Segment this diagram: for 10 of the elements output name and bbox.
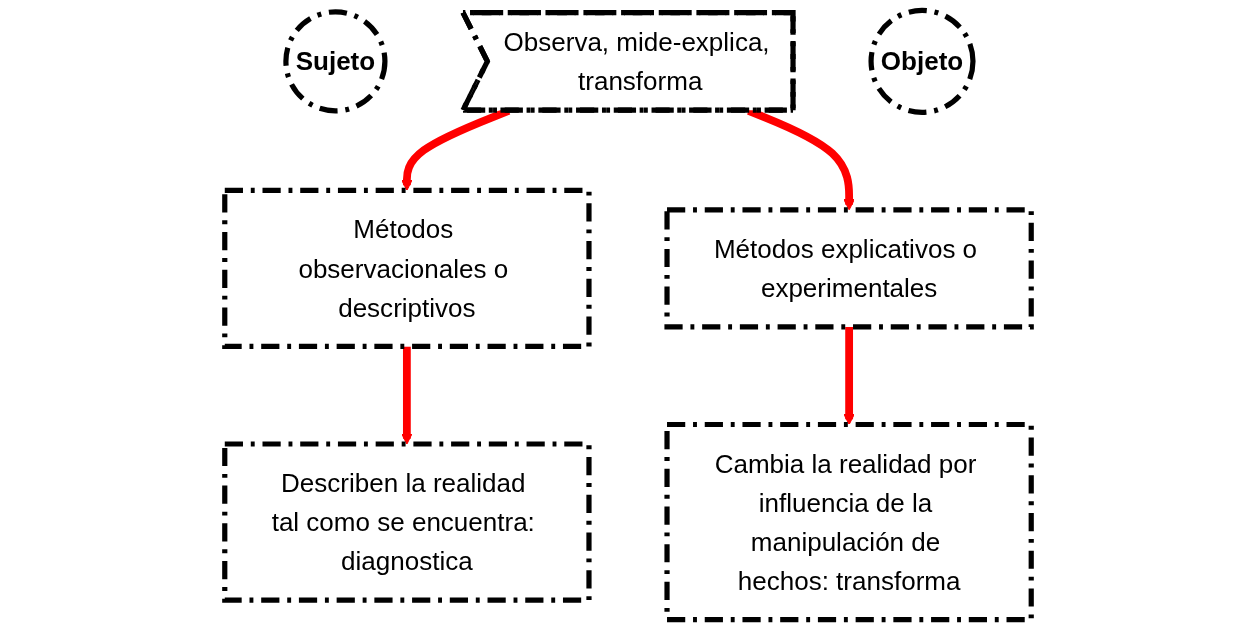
node-circle: Sujeto — [283, 9, 388, 114]
node-circle: Objeto — [868, 7, 976, 115]
arrow — [747, 107, 855, 211]
arrow — [401, 107, 511, 191]
node-box: Describen la realidad tal como se encuentra: diagnostica — [222, 441, 592, 603]
arrow — [843, 326, 855, 425]
node-box: Cambia la realidad por influencia de la manipulación de hechos: transforma — [664, 421, 1034, 623]
arrow — [401, 346, 413, 445]
node-box: Métodos explicativos o experimentales — [664, 207, 1034, 330]
node-box: Métodos observacionales o descriptivos — [222, 187, 592, 350]
